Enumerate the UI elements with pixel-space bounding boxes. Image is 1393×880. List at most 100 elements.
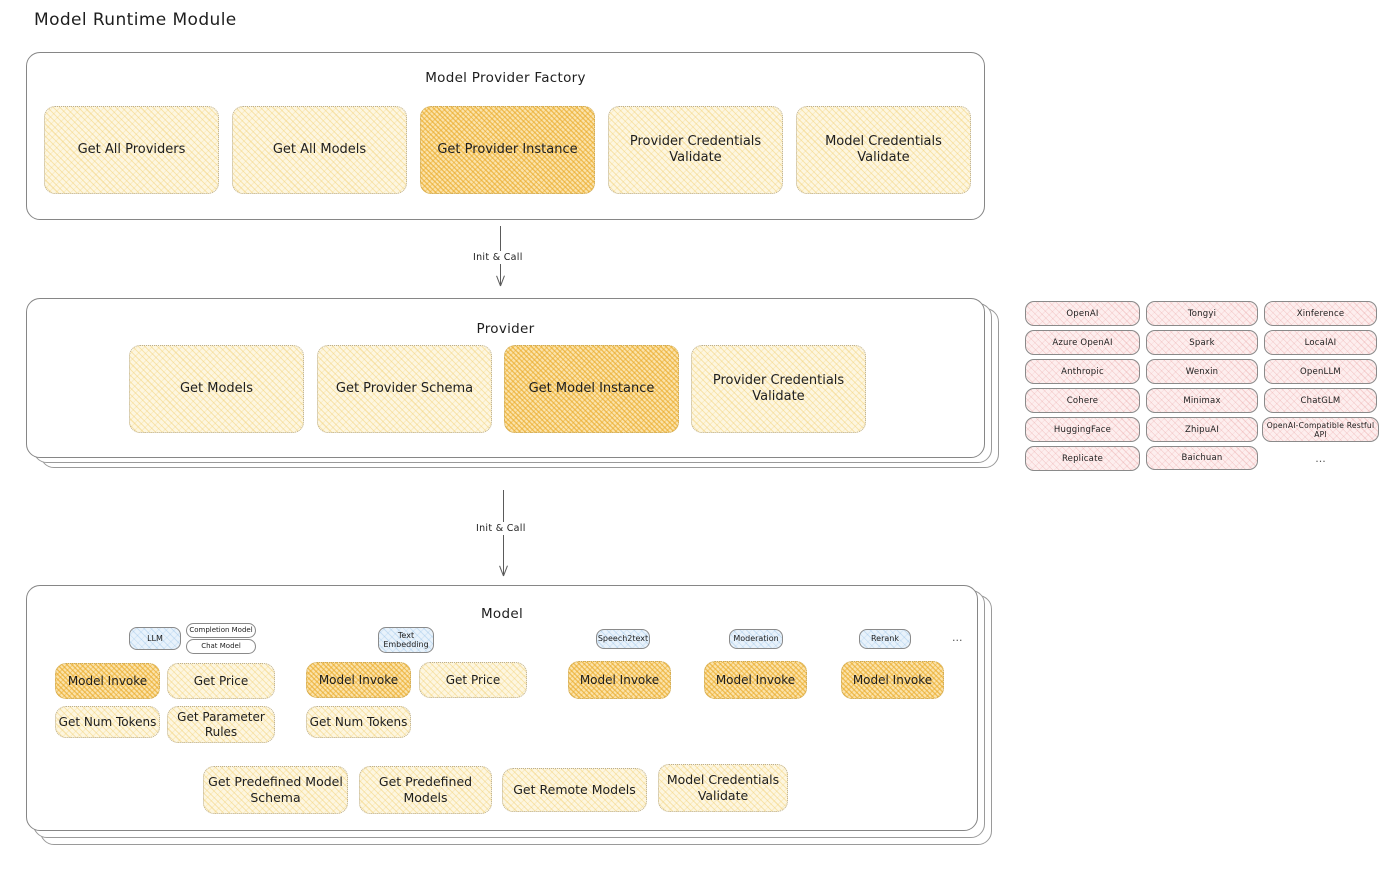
page-title: Model Runtime Module <box>34 10 237 30</box>
provider-chip-cohere[interactable]: Cohere <box>1025 388 1140 413</box>
model-type-tag-label: Moderation <box>733 634 779 644</box>
provider-chip-minimax[interactable]: Minimax <box>1146 388 1258 413</box>
text-embedding-box-label: Model Invoke <box>318 672 399 687</box>
provider-chip-label: LocalAI <box>1304 337 1337 348</box>
model-type-tag-label: Speech2text <box>597 634 649 644</box>
provider-list-ellipsis: ... <box>1264 448 1377 468</box>
model-subtag-chat-model[interactable]: Chat Model <box>186 639 256 654</box>
provider-chip-label: Xinference <box>1296 308 1345 319</box>
provider-chip-label: ChatGLM <box>1300 395 1341 406</box>
provider-chip-openai-compatible-restful-api[interactable]: OpenAI-Compatible Restful API <box>1262 417 1379 442</box>
factory-box-label: Get All Providers <box>77 141 186 157</box>
factory-box-provider-credentials-validate[interactable]: Provider Credentials Validate <box>608 106 783 194</box>
model-type-tag-label: LLM <box>147 633 163 643</box>
arrow-provider-to-model-head <box>497 565 509 576</box>
provider-chip-azure-openai[interactable]: Azure OpenAI <box>1025 330 1140 355</box>
llm-box-model-invoke[interactable]: Model Invoke <box>55 663 160 699</box>
provider-chip-label: Azure OpenAI <box>1052 337 1113 348</box>
provider-chip-spark[interactable]: Spark <box>1146 330 1258 355</box>
factory-box-label: Provider Credentials Validate <box>629 133 762 165</box>
model-subtag-label: Completion Model <box>189 626 253 635</box>
provider-chip-xinference[interactable]: Xinference <box>1264 301 1377 326</box>
model-common-box-model-credentials-validate[interactable]: Model Credentials Validate <box>658 764 788 812</box>
model-type-tag-moderation[interactable]: Moderation <box>729 629 783 649</box>
factory-box-model-credentials-validate[interactable]: Model Credentials Validate <box>796 106 971 194</box>
model-common-box-get-remote-models[interactable]: Get Remote Models <box>502 768 647 812</box>
moderation-box-model-invoke[interactable]: Model Invoke <box>704 661 807 699</box>
model-type-tag-label: Rerank <box>870 634 899 644</box>
model-type-tag-text-embedding[interactable]: Text Embedding <box>378 627 434 653</box>
provider-chip-label: HuggingFace <box>1053 424 1112 435</box>
model-type-tag-rerank[interactable]: Rerank <box>859 629 911 649</box>
model-type-tag-speech2text[interactable]: Speech2text <box>596 629 650 649</box>
provider-chip-label: Wenxin <box>1185 366 1219 377</box>
model-common-box-label: Get Predefined Model Schema <box>208 774 343 805</box>
text-embedding-box-model-invoke[interactable]: Model Invoke <box>306 662 411 698</box>
factory-box-get-all-models[interactable]: Get All Models <box>232 106 407 194</box>
rerank-box-label: Model Invoke <box>852 672 933 687</box>
provider-chip-baichuan[interactable]: Baichuan <box>1146 446 1258 470</box>
arrow-factory-to-provider-label: Init & Call <box>469 251 527 264</box>
llm-box-label: Model Invoke <box>67 673 148 688</box>
provider-box-get-models[interactable]: Get Models <box>129 345 304 433</box>
provider-chip-label: Baichuan <box>1181 453 1223 463</box>
model-types-ellipsis: ... <box>952 631 963 644</box>
model-common-box-label: Model Credentials Validate <box>666 772 780 803</box>
provider-chip-label: Minimax <box>1183 395 1221 406</box>
llm-box-label: Get Price <box>193 673 249 688</box>
model-types-ellipsis-label: ... <box>952 631 963 644</box>
provider-chip-label: OpenAI-Compatible Restful API <box>1266 420 1375 439</box>
model-common-box-label: Get Remote Models <box>513 782 636 798</box>
provider-box-get-model-instance[interactable]: Get Model Instance <box>504 345 679 433</box>
provider-chip-tongyi[interactable]: Tongyi <box>1146 301 1258 326</box>
provider-chip-label: Cohere <box>1066 395 1099 406</box>
llm-box-label: Get Parameter Rules <box>177 709 265 739</box>
model-common-box-get-predefined-models[interactable]: Get Predefined Models <box>359 766 492 814</box>
rerank-box-model-invoke[interactable]: Model Invoke <box>841 661 944 699</box>
provider-box-label: Get Model Instance <box>528 380 655 396</box>
model-common-box-get-predefined-model-schema[interactable]: Get Predefined Model Schema <box>203 766 348 814</box>
model-title: Model <box>480 606 524 622</box>
factory-box-get-provider-instance[interactable]: Get Provider Instance <box>420 106 595 194</box>
text-embedding-box-label: Get Num Tokens <box>309 714 408 729</box>
provider-chip-replicate[interactable]: Replicate <box>1025 446 1140 471</box>
model-subtag-completion-model[interactable]: Completion Model <box>186 623 256 638</box>
factory-box-label: Model Credentials Validate <box>825 133 942 165</box>
factory-box-get-all-providers[interactable]: Get All Providers <box>44 106 219 194</box>
provider-box-provider-credentials-validate[interactable]: Provider Credentials Validate <box>691 345 866 433</box>
provider-chip-huggingface[interactable]: HuggingFace <box>1025 417 1140 442</box>
provider-chip-localai[interactable]: LocalAI <box>1264 330 1377 355</box>
provider-title: Provider <box>476 321 535 337</box>
provider-chip-label: Tongyi <box>1187 308 1217 319</box>
moderation-box-label: Model Invoke <box>715 672 796 687</box>
provider-chip-openllm[interactable]: OpenLLM <box>1264 359 1377 384</box>
text-embedding-box-get-price[interactable]: Get Price <box>419 662 527 698</box>
model-type-tag-llm[interactable]: LLM <box>129 627 181 650</box>
provider-chip-chatglm[interactable]: ChatGLM <box>1264 388 1377 413</box>
text-embedding-box-get-num-tokens[interactable]: Get Num Tokens <box>306 706 411 738</box>
llm-box-get-parameter-rules[interactable]: Get Parameter Rules <box>167 706 275 743</box>
llm-box-get-num-tokens[interactable]: Get Num Tokens <box>55 706 160 738</box>
provider-chip-openai[interactable]: OpenAI <box>1025 301 1140 326</box>
factory-box-label: Get Provider Instance <box>437 141 578 157</box>
provider-box-label: Get Models <box>179 380 254 396</box>
text-embedding-box-label: Get Price <box>445 672 501 687</box>
provider-chip-label: Anthropic <box>1061 366 1104 377</box>
provider-box-get-provider-schema[interactable]: Get Provider Schema <box>317 345 492 433</box>
provider-chip-zhipuai[interactable]: ZhipuAI <box>1146 417 1258 442</box>
provider-chip-label: Replicate <box>1061 453 1104 464</box>
provider-box-label: Provider Credentials Validate <box>712 372 845 404</box>
llm-box-get-price[interactable]: Get Price <box>167 663 275 699</box>
model-common-box-label: Get Predefined Models <box>378 774 473 805</box>
model-type-tag-label: Text Embedding <box>383 630 429 649</box>
speech2text-box-model-invoke[interactable]: Model Invoke <box>568 661 671 699</box>
model-subtag-label: Chat Model <box>201 642 241 651</box>
speech2text-box-label: Model Invoke <box>579 672 660 687</box>
llm-box-label: Get Num Tokens <box>58 714 157 729</box>
provider-chip-wenxin[interactable]: Wenxin <box>1146 359 1258 384</box>
factory-box-label: Get All Models <box>272 141 367 157</box>
provider-chip-label: ZhipuAI <box>1184 424 1220 435</box>
provider-chip-anthropic[interactable]: Anthropic <box>1025 359 1140 384</box>
provider-chip-label: OpenAI <box>1066 308 1099 319</box>
